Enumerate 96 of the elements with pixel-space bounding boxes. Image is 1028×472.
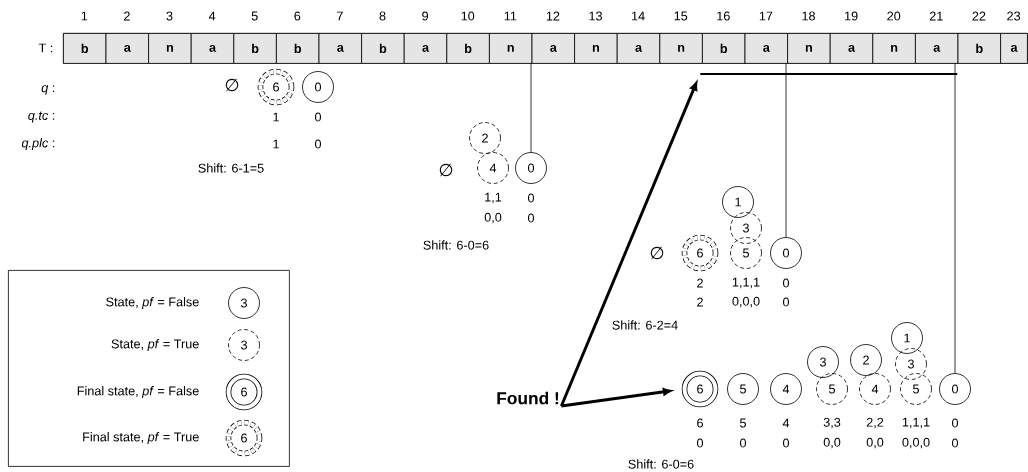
found-label: Found ! <box>497 391 559 405</box>
shift-note: Shift: 6-1=5 <box>198 163 264 173</box>
counter-value: 0 <box>697 438 704 448</box>
letter-cell: b <box>361 33 405 64</box>
counter-value: 1,1,1 <box>902 417 930 429</box>
position-number: 14 <box>632 11 645 21</box>
row-label: q : <box>41 85 55 95</box>
counter-value: 1 <box>273 139 279 149</box>
counter-value: 0,0,0 <box>732 296 760 308</box>
arrow <box>560 82 698 407</box>
counter-value: 1 <box>273 112 279 122</box>
counter-value: 3,3 <box>823 417 841 429</box>
counter-value: 0 <box>952 418 959 428</box>
counter-value: 1,1,1 <box>732 277 760 289</box>
counter-value: 0 <box>783 438 790 448</box>
empty-set-symbol: ∅ <box>650 246 664 260</box>
letter-cell: b <box>702 33 746 64</box>
position-number: 12 <box>546 11 560 21</box>
letter-cell: a <box>403 33 448 64</box>
counter-value: 0 <box>783 297 790 307</box>
legend-label: Final state, pf = True <box>83 432 199 444</box>
row-label: T : <box>38 43 53 53</box>
position-number: 8 <box>379 11 386 21</box>
empty-set-symbol: ∅ <box>439 163 453 177</box>
letter-cell: a <box>1000 33 1028 64</box>
letter-cell: a <box>616 33 661 64</box>
letter-cell: n <box>872 33 916 64</box>
counter-value: 2 <box>697 297 703 307</box>
position-number: 20 <box>887 11 901 21</box>
counter-value: 2 <box>697 278 703 288</box>
position-number: 11 <box>504 11 517 21</box>
connector-line <box>530 63 532 153</box>
shift-note: Shift: 6-2=4 <box>612 320 678 330</box>
counter-value: 0 <box>528 193 535 203</box>
letter-cell: a <box>531 33 575 64</box>
counter-value: 4 <box>782 418 790 428</box>
position-number: 21 <box>929 11 943 21</box>
shift-note: Shift: 6-0=6 <box>423 240 489 250</box>
legend-label: Final state, pf = False <box>77 386 199 398</box>
position-number: 13 <box>589 11 602 21</box>
letter-cell: a <box>829 33 874 64</box>
position-number: 18 <box>802 11 815 21</box>
legend-label: State, pf = True <box>111 339 199 351</box>
letter-cell: b <box>446 33 490 64</box>
letter-cell: a <box>915 33 959 64</box>
row-label: q.plc : <box>21 138 55 150</box>
connector-line <box>785 63 787 238</box>
letter-cell: a <box>318 33 362 64</box>
counter-value: 0 <box>528 213 535 223</box>
counter-value: 0 <box>315 112 322 122</box>
position-number: 3 <box>166 11 173 21</box>
letter-cell: n <box>659 33 703 64</box>
letter-cell: n <box>574 33 618 64</box>
position-number: 5 <box>251 11 258 21</box>
letter-cell: a <box>744 33 788 64</box>
connector-line <box>954 63 956 374</box>
position-number: 7 <box>337 11 343 21</box>
letter-cell: n <box>787 33 831 64</box>
position-number: 9 <box>422 11 429 21</box>
counter-value: 0,0 <box>484 212 502 224</box>
position-number: 2 <box>124 11 130 21</box>
counter-value: 0 <box>315 139 322 149</box>
counter-value: 5 <box>740 418 746 428</box>
position-number: 6 <box>294 11 301 21</box>
counter-value: 6 <box>697 418 703 428</box>
shift-note: Shift: 6-0=6 <box>628 459 694 469</box>
position-number: 1 <box>81 11 88 21</box>
counter-value: 0,0,0 <box>902 437 930 449</box>
counter-value: 1,1 <box>485 192 502 204</box>
position-number: 4 <box>208 11 216 21</box>
counter-value: 0 <box>740 438 747 448</box>
position-number: 15 <box>674 11 688 21</box>
position-number: 10 <box>461 11 475 21</box>
position-number: 22 <box>972 11 986 21</box>
counter-value: 0,0 <box>823 437 841 449</box>
letter-cell: a <box>105 33 149 64</box>
counter-value: 0 <box>952 438 959 448</box>
letter-cell: n <box>148 33 192 64</box>
counter-value: 0 <box>783 278 790 288</box>
legend-box <box>8 270 290 467</box>
position-number: 16 <box>717 11 730 21</box>
legend-label: State, pf = False <box>106 297 199 309</box>
arrow <box>561 388 672 408</box>
position-number: 23 <box>1007 11 1021 21</box>
letter-cell: b <box>276 33 320 64</box>
position-number: 17 <box>759 11 773 21</box>
letter-cell: b <box>957 33 1001 64</box>
letter-cell: n <box>489 33 533 64</box>
counter-value: 0,0 <box>866 437 884 449</box>
letter-cell: b <box>63 33 107 64</box>
counter-value: 2,2 <box>866 417 884 429</box>
row-label: q.tc : <box>28 111 55 123</box>
position-number: 19 <box>845 11 858 21</box>
empty-set-symbol: ∅ <box>225 78 239 92</box>
letter-cell: b <box>233 33 277 64</box>
letter-cell: a <box>190 33 235 64</box>
